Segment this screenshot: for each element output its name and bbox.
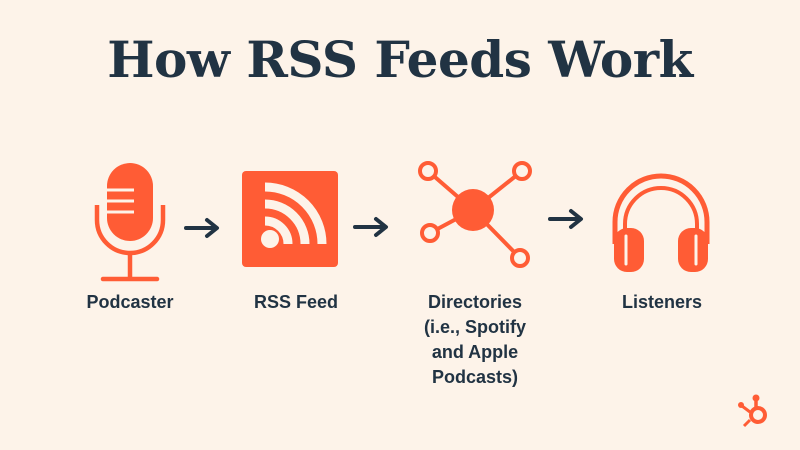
- step-label-listeners: Listeners: [621, 292, 703, 312]
- sprocket-logo-icon: [738, 394, 767, 428]
- page-title: How RSS Feeds Work: [107, 30, 693, 89]
- arrow-right-icon: [353, 217, 388, 237]
- step-label-directories: Directories (i.e., Spotify and Apple Pod…: [423, 292, 526, 387]
- microphone-icon: [94, 163, 166, 282]
- headphones-icon: [612, 173, 710, 272]
- arrow-right-icon: [184, 218, 219, 238]
- network-hub-icon: [418, 161, 532, 268]
- step-label-podcaster: Podcaster: [86, 292, 174, 312]
- step-label-rss-feed: RSS Feed: [253, 292, 339, 312]
- rss-feed-icon: [242, 171, 338, 267]
- arrow-right-icon: [548, 209, 583, 229]
